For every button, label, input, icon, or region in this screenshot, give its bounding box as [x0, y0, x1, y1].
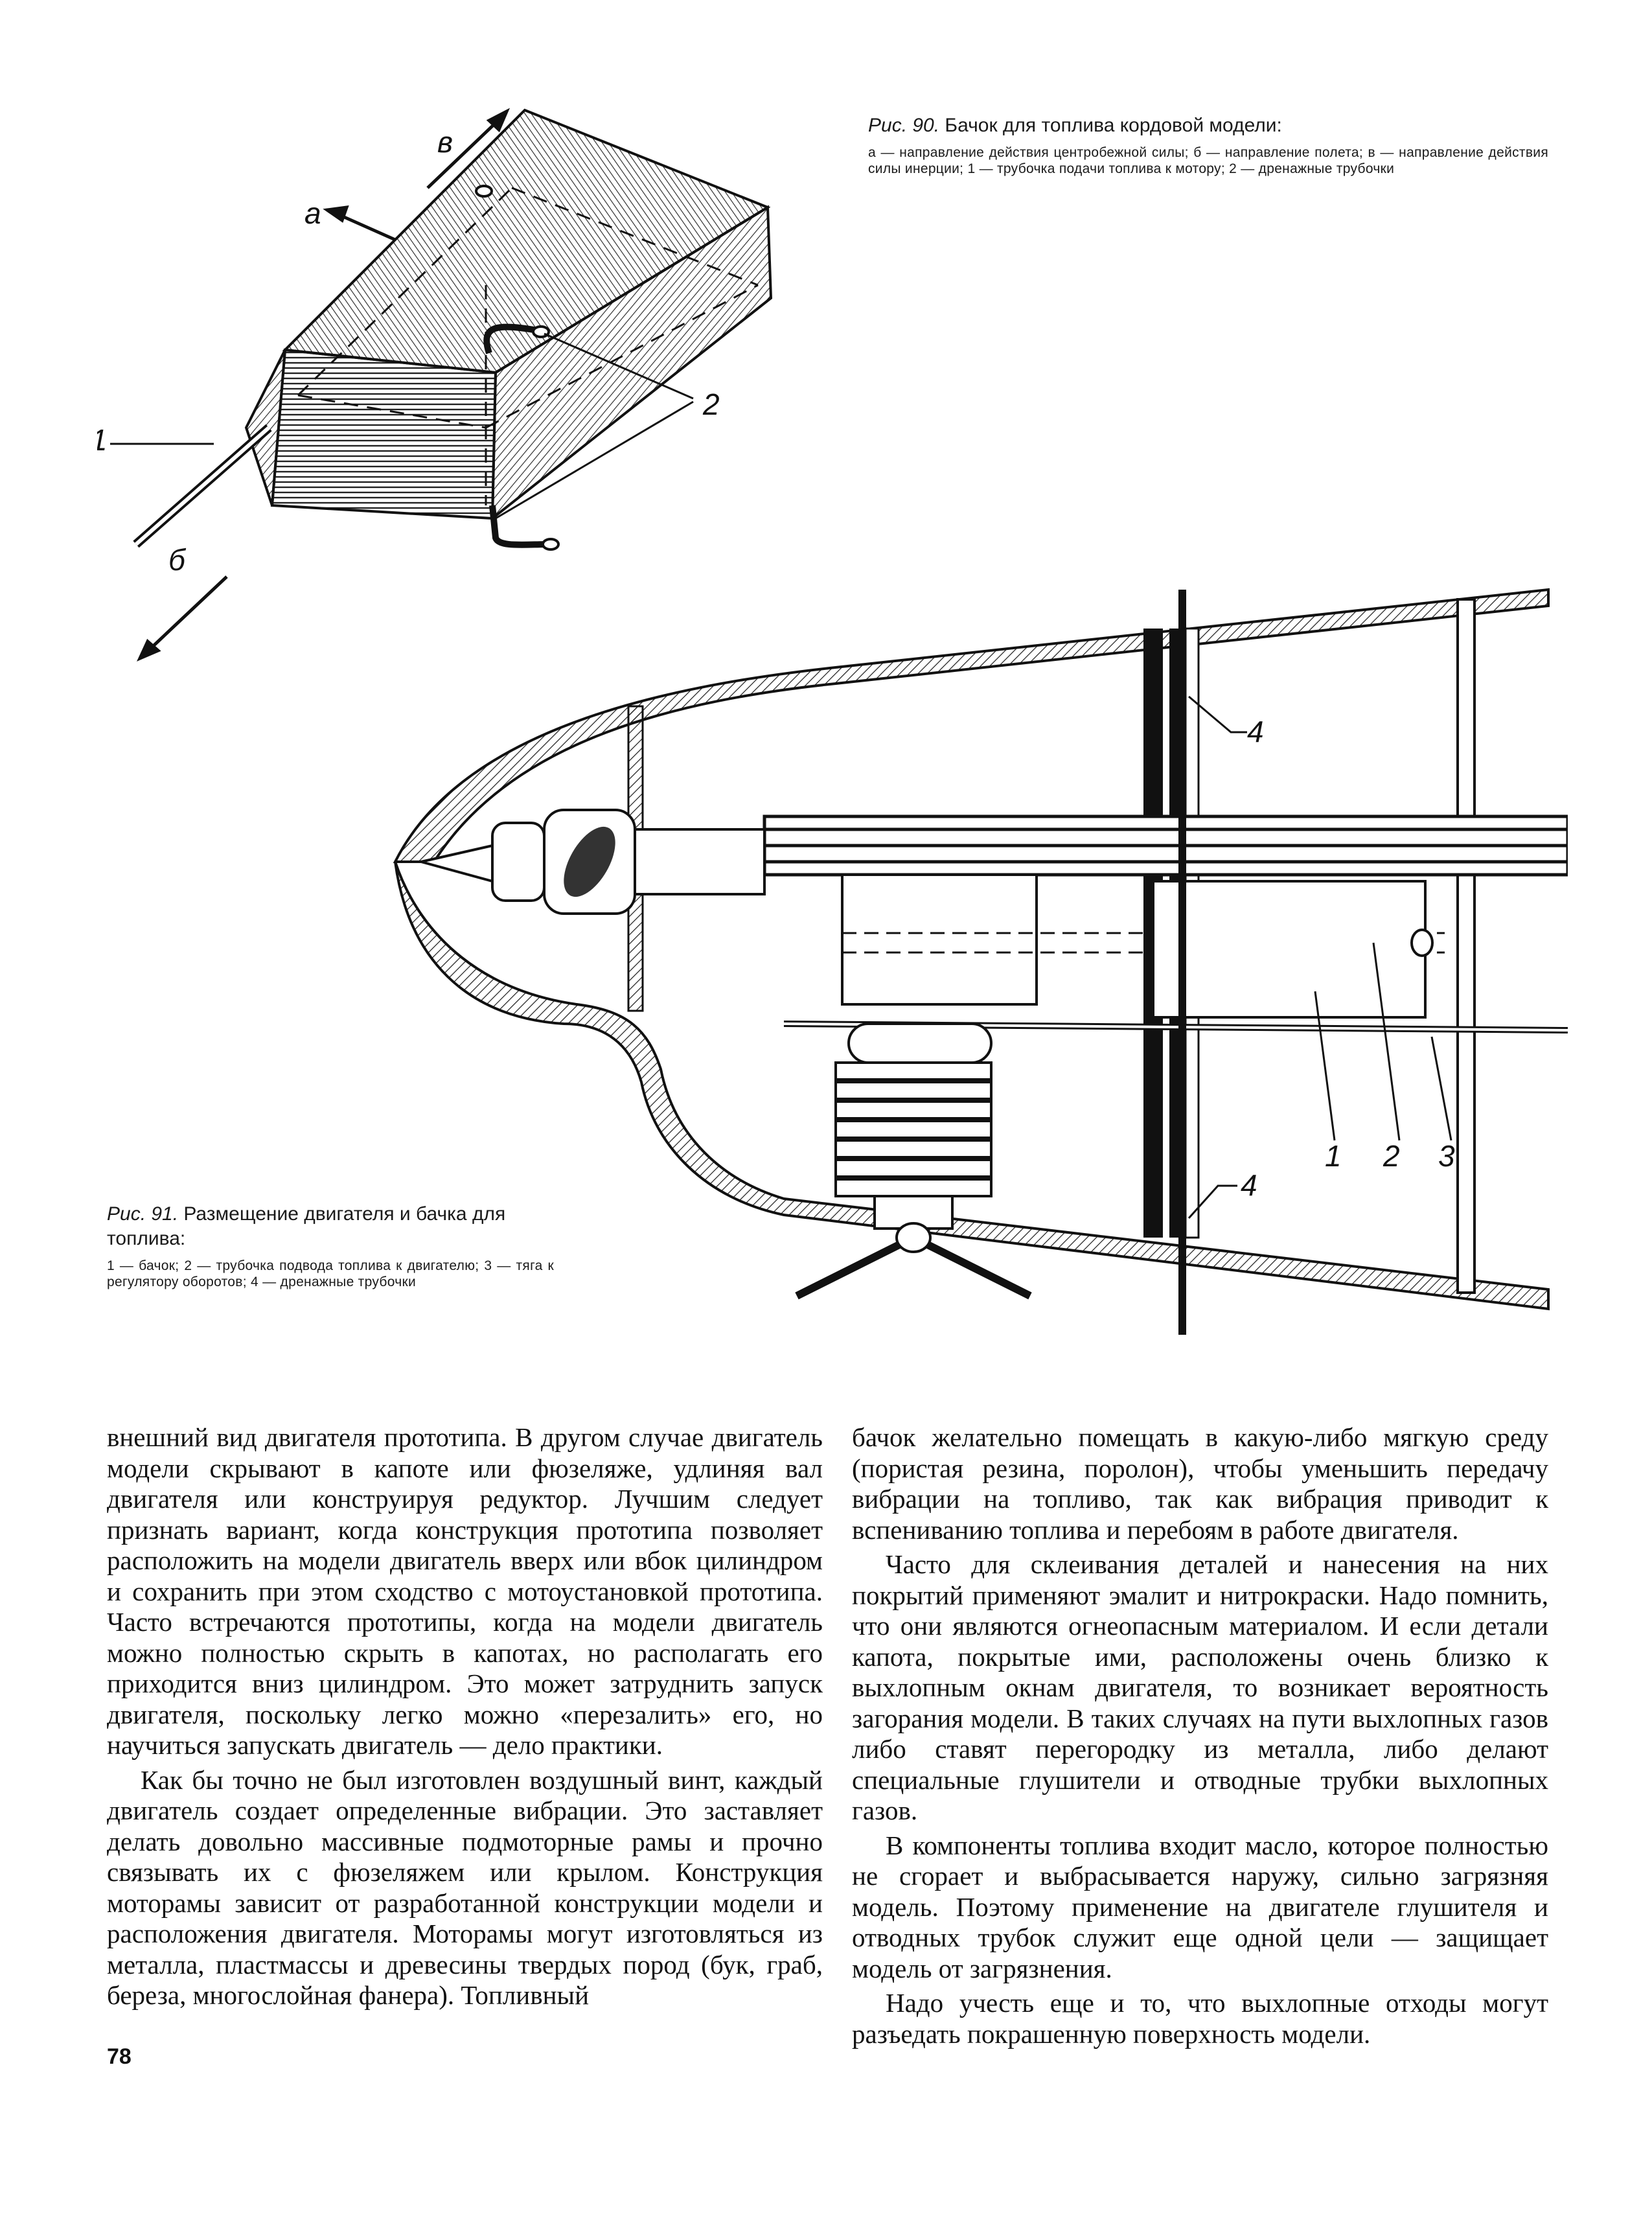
body-text-right-column: бачок желательно помещать в какую-либо м…	[852, 1422, 1548, 2053]
body-text-left-column: внешний вид двигателя прототипа. В друго…	[107, 1422, 823, 2015]
figure-90-label-v: в	[437, 125, 453, 159]
figure-90-legend: а — направление действия центробежной си…	[868, 145, 1548, 176]
figure-90-label-1: 1	[97, 423, 108, 457]
left-paragraph-2: Как бы точно не был изготовлен воздушный…	[107, 1764, 823, 2011]
figure-91-label-4-bottom: 4	[1241, 1168, 1257, 1202]
figure-91-engine-installation-drawing: 4 4 1 2 3	[393, 588, 1568, 1335]
figure-91-label-3: 3	[1438, 1139, 1455, 1173]
figure-91-caption-prefix: Рис. 91.	[107, 1203, 179, 1225]
figure-90-caption: Рис. 90. Бачок для топлива кордовой моде…	[868, 113, 1548, 177]
figure-91-caption-title: Размещение двигателя и бачка для топлива…	[107, 1203, 506, 1249]
right-paragraph-2: Часто для склеивания деталей и нанесения…	[852, 1549, 1548, 1825]
figure-91-label-1: 1	[1325, 1139, 1342, 1173]
figure-90-label-b: б	[168, 543, 187, 577]
figure-90-label-2: 2	[702, 387, 720, 421]
left-paragraph-1: внешний вид двигателя прототипа. В друго…	[107, 1422, 823, 1760]
figure-90-label-a: а	[304, 196, 321, 230]
figure-91-legend: 1 — бачок; 2 — трубочка подвода топлива …	[107, 1258, 554, 1289]
right-paragraph-4: Надо учесть еще и то, что выхлопные отхо…	[852, 1988, 1548, 2049]
page-number: 78	[107, 2044, 132, 2069]
right-paragraph-1: бачок желательно помещать в какую-либо м…	[852, 1422, 1548, 1545]
figure-91-caption: Рис. 91. Размещение двигателя и бачка дл…	[107, 1202, 554, 1290]
figure-90-caption-title: Бачок для топлива кордовой модели:	[945, 115, 1282, 136]
figure-90-fuel-tank-drawing: а в б 1 2	[97, 108, 773, 662]
right-paragraph-3: В компоненты топлива входит масло, котор…	[852, 1830, 1548, 1983]
figure-91-label-2: 2	[1382, 1139, 1400, 1173]
figure-90-caption-prefix: Рис. 90.	[868, 115, 940, 136]
figure-91-label-4-top: 4	[1247, 715, 1264, 748]
